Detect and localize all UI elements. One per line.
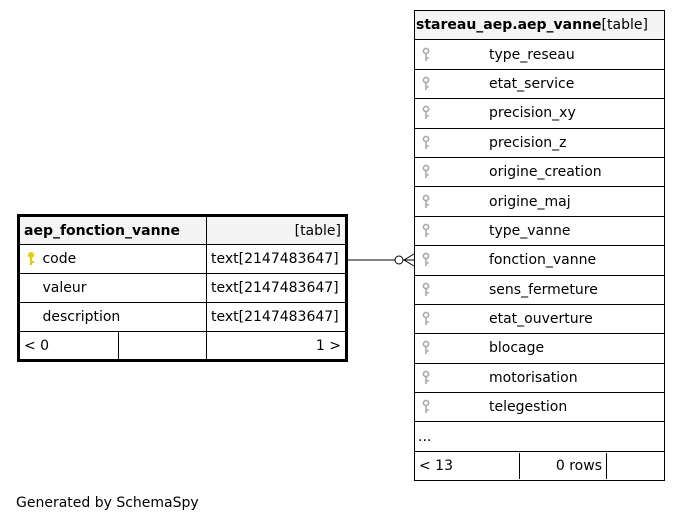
column-row[interactable]: etat_service [414, 68, 665, 100]
column-row[interactable]: etat_ouverture [414, 303, 665, 335]
column-row[interactable]: motorisation [414, 362, 665, 394]
column-name: etat_ouverture [489, 311, 593, 328]
column-type: text[2147483647] [206, 244, 347, 274]
column-row[interactable]: fonction_vanne [414, 245, 665, 276]
column-name: fonction_vanne [489, 252, 597, 269]
column-name: type_reseau [489, 46, 575, 63]
column-row[interactable]: telegestion [414, 392, 665, 423]
column-type: text[2147483647] [206, 273, 347, 303]
column-name: blocage [489, 340, 545, 357]
column-row[interactable]: precision_xy [414, 98, 665, 129]
column-row[interactable]: sens_fermeture [414, 274, 665, 305]
table-type-label: [table] [601, 17, 648, 34]
more-columns: ... [414, 421, 665, 452]
table-aep-vanne[interactable]: stareau_aep.aep_vanne[table] type_reseau… [414, 9, 665, 482]
table-footer: < 0 1 > [17, 331, 347, 361]
foreign-key-icon [419, 47, 433, 63]
column-name: sens_fermeture [489, 281, 598, 298]
column-row[interactable]: type_reseau [414, 39, 665, 70]
column-row[interactable]: type_vanne [414, 215, 665, 247]
table-footer: < 13 0 rows [414, 450, 665, 482]
foreign-key-icon [419, 223, 433, 239]
column-name: origine_maj [489, 193, 571, 210]
row-count [118, 331, 207, 361]
no-key-spacer [24, 309, 38, 325]
table-name[interactable]: stareau_aep.aep_vanne [416, 17, 602, 34]
foreign-key-icon [419, 282, 433, 298]
column-row[interactable]: precision_z [414, 127, 665, 158]
column-row[interactable]: description text[2147483647] [18, 302, 347, 332]
column-row[interactable]: code text[2147483647] [18, 244, 347, 274]
table-type-label: [table] [206, 215, 347, 245]
foreign-key-icon [419, 399, 433, 415]
foreign-key-icon [419, 311, 433, 327]
column-type: text[2147483647] [206, 302, 347, 332]
foreign-key-icon [419, 340, 433, 356]
column-row[interactable]: valeur text[2147483647] [18, 273, 347, 303]
parents-count[interactable]: < 13 [415, 453, 520, 480]
parents-count[interactable]: < 0 [17, 331, 120, 361]
column-name: type_vanne [489, 222, 571, 239]
table-name[interactable]: aep_fonction_vanne [18, 215, 207, 245]
crow-foot-top [403, 253, 415, 261]
column-name: motorisation [489, 369, 578, 386]
crow-foot-bottom [403, 259, 415, 267]
table-aep-fonction-vanne[interactable]: aep_fonction_vanne [table] code text[214… [17, 214, 348, 362]
column-name: etat_service [489, 75, 575, 92]
column-row[interactable]: origine_maj [414, 186, 665, 217]
row-count: 0 rows [520, 453, 607, 480]
column-name: precision_xy [489, 105, 576, 122]
column-name: valeur [42, 280, 87, 296]
column-row[interactable]: origine_creation [414, 156, 665, 188]
primary-key-icon [24, 251, 38, 267]
more-columns-row: ... [414, 421, 665, 452]
no-key-spacer [24, 280, 38, 296]
column-name: description [42, 309, 121, 325]
column-name: precision_z [489, 134, 567, 151]
generated-by-label: Generated by SchemaSpy [16, 495, 199, 511]
foreign-key-icon [419, 370, 433, 386]
zero-marker [394, 255, 404, 265]
foreign-key-icon [419, 105, 433, 121]
children-count[interactable]: 1 > [206, 331, 347, 361]
foreign-key-icon [419, 76, 433, 92]
column-name: code [42, 251, 77, 267]
column-row[interactable]: blocage [414, 333, 665, 364]
foreign-key-icon [419, 194, 433, 210]
foreign-key-icon [419, 252, 433, 268]
foreign-key-icon [419, 164, 433, 180]
column-name: telegestion [489, 399, 568, 416]
foreign-key-icon [419, 135, 433, 151]
column-name: origine_creation [489, 164, 602, 181]
